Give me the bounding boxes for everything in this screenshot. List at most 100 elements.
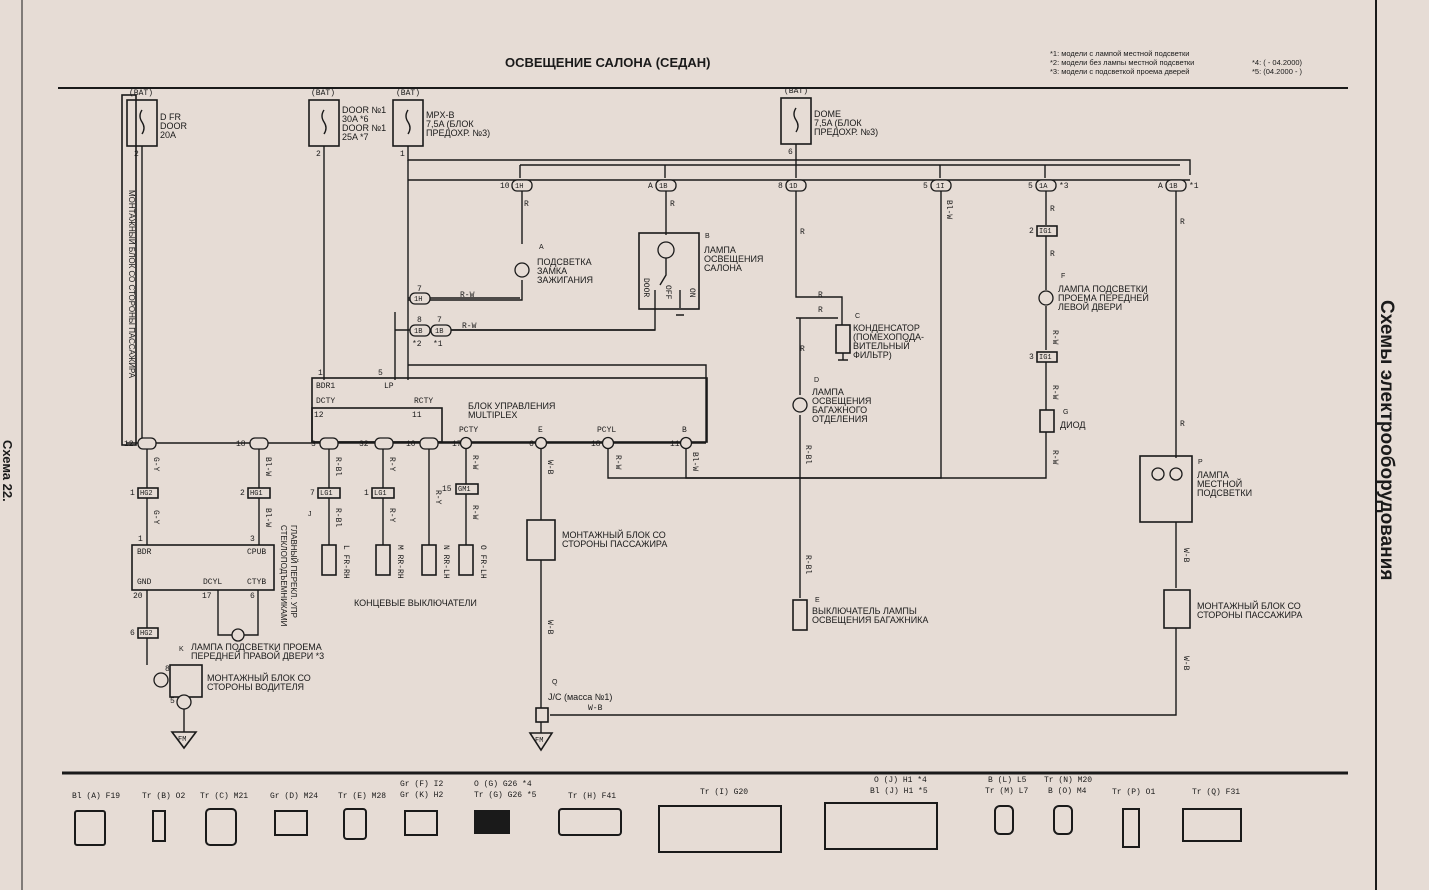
footnote-3: *3: модели с подсветкой проема дверей [1050,67,1190,76]
driver-pin-fl: 8 [165,665,170,674]
connector-a-icon [74,810,106,846]
connector-b-icon [152,810,166,842]
bus-conn-pin-8: 18 [591,440,601,449]
wire-label-wb-e: W-B [545,460,554,475]
jb-id-5: GM1 [458,486,471,494]
bus-conn-pin-5: 10 [406,440,416,449]
jb-pin-2: 2 [240,489,245,498]
component-q-label: J/C (масса №1) [548,692,613,702]
legend-item-d: Gr (D) M24 [270,792,319,801]
connector-p-icon [1122,808,1140,848]
component-g-label: ДИОД [1060,420,1086,430]
bus-conn-pin-2: 18 [236,440,246,449]
jb-id-4: LG1 [374,490,387,498]
component-k-letter: K [179,646,184,653]
door-switch-m-icon [375,544,391,576]
fuse-dome [780,97,812,145]
legend-item-g4: O (G) G26 *4 [474,780,532,789]
jb-pin-5: 15 [442,485,452,494]
side-section-title: Схемы электрооборудования [1376,300,1397,581]
top-conn-pin-4: 5 [923,182,928,191]
jb-pin-7: 2 [1029,227,1034,236]
legend-item-a: Bl (A) F19 [72,792,121,801]
top-conn-pin-5: 5 [1028,182,1033,191]
ground-fm-mid-label: FM [535,737,544,745]
ws-term-bdr: BDR [137,548,152,557]
legend-item-l: B (L) L5 [988,776,1027,785]
wire-r-w-mid [430,297,655,331]
component-c-letter: C [855,313,861,320]
legend-item-k: Gr (K) H2 [400,791,444,800]
bus-conn-pin-9: 11 [670,440,680,449]
connector-e-icon [343,808,367,840]
connector-g-icon [474,810,510,834]
fuse-source-3: (BAT) [396,89,421,98]
jb-pin-6: 6 [130,629,135,638]
bus-wire-5: R-Y [433,490,442,505]
wire-label-r-c2: R [818,306,823,315]
mid-conn-pin-1: 7 [417,285,422,294]
mpx-term-pcyl: PCYL [597,426,617,435]
fuse-pin-2: 2 [316,150,321,159]
wire-label-wb-p2: W-B [1181,656,1190,671]
connector-f-icon [404,810,438,836]
legend-item-p: Tr (P) O1 [1112,788,1156,797]
top-conn-pin-6: A [1158,182,1163,191]
bus-wire-3: R-Bl [333,457,342,477]
ws-term-gnd: GND [137,578,152,587]
top-conn-id-2: 1B [659,183,668,191]
wire-label-r-a: R [524,200,529,209]
mpx-term-lp: LP [384,382,394,391]
jb-pin-3: 7 [310,489,315,498]
top-conn-pin-1: 10 [500,182,510,191]
wire-label-wb-p: W-B [1181,548,1190,563]
jb-id-7: IG1 [1039,228,1052,236]
bulb-k-icon [231,628,245,642]
ws-term-cpub: CPUB [247,548,267,557]
door-switch-o-label: O FR-LH [478,545,487,579]
bus-wire-2b: Bl-W [263,508,272,528]
bus-connector-row [137,436,693,450]
connector-q-icon [1182,808,1242,842]
connector-d-icon [274,810,308,836]
legend-item-g5: Tr (G) G26 *5 [474,791,537,800]
fl-connector [153,672,169,688]
jc-q-box [535,707,549,723]
room-lamp-box [638,232,700,310]
bulb-d-icon [792,397,808,413]
top-conn-note-5: *3 [1059,182,1069,191]
connector-j-icon [824,802,938,850]
legend-item-b: Tr (B) O2 [142,792,186,801]
component-q-letter: Q [552,679,558,686]
passenger-block-left-label: МОНТАЖНЫЙ БЛОК СО СТОРОНЫ ПАССАЖИРА [127,190,136,379]
top-conn-id-5: 1A [1039,183,1048,191]
wire-label-rw-mid2: R-W [462,322,477,331]
wire-c-cap [795,191,843,325]
footnote-5: *5: (04.2000 - ) [1252,67,1303,76]
fuse-source-4: (BAT) [784,87,809,96]
hg1-box [247,487,271,499]
wire-mpx-loop [408,364,707,442]
door-switch-o-icon [458,544,474,576]
wire-a-ignition [408,191,523,301]
component-d-letter: D [814,377,820,384]
ws-pin-17: 17 [202,592,212,601]
ws-term-ctyb: CTYB [247,578,267,587]
window-switch-j-box [131,544,275,591]
mpx-pin-dcty: 12 [314,411,324,420]
fuse-mpx-b [392,99,424,147]
mid-conn-id-1: 1H [414,296,423,304]
component-f-letter: F [1061,273,1066,280]
jb-id-6: HG2 [140,630,153,638]
ws-pin-3: 3 [250,535,255,544]
bulb-b-icon [657,241,675,259]
mpx-term-pcty: PCTY [459,426,479,435]
wire-f-lamp [607,191,1047,479]
